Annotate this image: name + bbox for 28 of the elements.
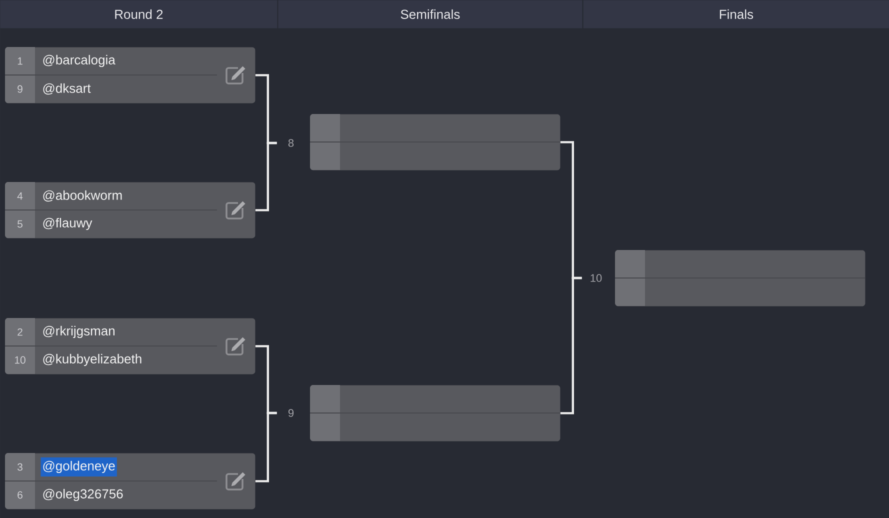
seed-cell: 2 [5,318,35,346]
bracket-line [560,276,582,414]
match-number: 9 [288,409,294,417]
player-name: @dksart [43,83,91,95]
column-header: Finals [583,0,889,28]
player-name: @goldeneye [40,457,117,477]
player-name: @kubbyelizabeth [43,354,142,366]
seed-cell: 4 [5,182,35,210]
bracket-line [255,412,277,482]
match-box [310,114,560,170]
seed-cell: 1 [5,47,35,74]
seed-cell: 6 [5,482,35,509]
column-header: Semifinals [278,0,582,28]
player-name: @rkrijgsman [43,326,114,338]
column-header: Round 2 [0,0,278,28]
seed-cell: 9 [5,76,35,103]
seed-cell: 5 [5,210,35,238]
match-number: 10 [590,274,602,282]
seed-cell: 3 [5,453,35,480]
match-number: 8 [288,139,294,147]
match-box [310,385,560,442]
player-name: @oleg326756 [43,488,123,502]
bracket-line [255,142,277,212]
player-name: @barcalogia [43,54,116,68]
seed-cell: 10 [5,346,35,374]
player-name: @abookworm [43,190,122,202]
player-name: @flauwy [43,218,92,230]
match-box [614,250,866,306]
